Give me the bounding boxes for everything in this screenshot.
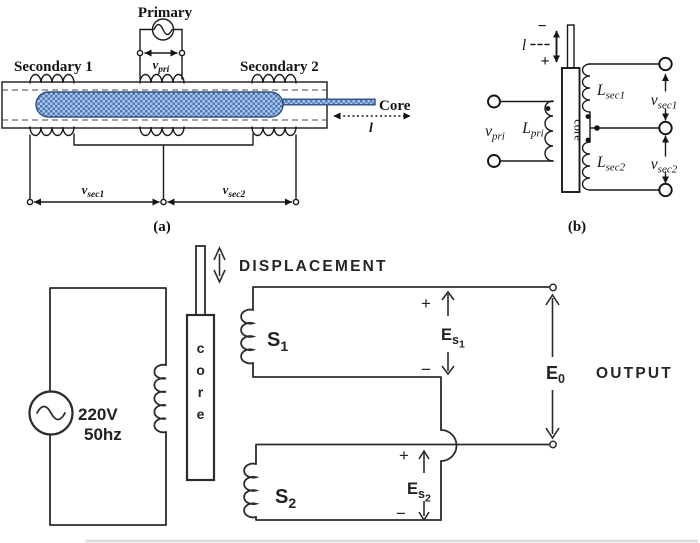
diagram-a-lvdt-cross-section: Primary Secondary 1 Secondary 2 vpri Cor… [1, 5, 411, 235]
core-text-label: core [572, 119, 586, 141]
vsec2-label: vsec2 [223, 183, 246, 200]
s1-loop-wires [252, 286, 551, 521]
diagram-b-equivalent-circuit: − l + core vpri Lpri Lsec1 Lsec2 vsec1 v [485, 18, 678, 235]
secondary2-coil-top [251, 73, 297, 84]
primary-coil-bottom-diagram [153, 363, 167, 434]
s2-coil [243, 462, 260, 519]
primary-terminal-left [136, 49, 144, 57]
core-label: Core [379, 98, 411, 114]
vsec-terminal-middle [658, 120, 673, 136]
vsec-terminal-right [292, 198, 300, 206]
frequency-label: 50hz [84, 425, 122, 444]
core-letter-o: o [196, 362, 205, 378]
s1-coil [240, 308, 257, 365]
lpri-coil [544, 100, 554, 162]
diagram-c-measurement-circuit: 220V 50hz c o r e DISPLACEMENT S1 S2 + [28, 245, 698, 543]
es1-minus-sign: − [421, 360, 431, 379]
es2-minus-sign: − [396, 504, 406, 523]
lsec1-polarity-dot [585, 114, 591, 119]
e0-label: E0 [546, 363, 565, 386]
lsec2-polarity-dot [585, 137, 591, 143]
s1-label: S1 [267, 329, 288, 354]
lsec2-label: Lsec2 [596, 154, 626, 174]
secondary2-label: Secondary 2 [240, 59, 319, 75]
core-rod [282, 98, 376, 106]
lsec1-coil [581, 63, 591, 113]
vsec2-label-b: vsec2 [651, 156, 678, 176]
secondary1-label: Secondary 1 [14, 59, 93, 75]
lpri-polarity-dot [545, 106, 551, 111]
primary-terminal-right [178, 49, 186, 57]
core-letter-e: e [197, 406, 205, 422]
primary-label: Primary [138, 5, 193, 21]
es1-plus-sign: + [421, 294, 431, 313]
displacement-label: DISPLACEMENT [239, 258, 388, 275]
vsec2-terminal-bottom [658, 182, 673, 198]
vpri-label-b: vpri [485, 123, 505, 143]
tube-dashed-lines [2, 89, 327, 121]
secondary2-coil-bottom [251, 126, 297, 137]
primary-coil-top [139, 73, 185, 84]
core-travel-label: l [369, 121, 373, 136]
s2-label: S2 [275, 486, 296, 511]
core-letter-c: c [197, 340, 205, 356]
displacement-arrow-icon [213, 246, 226, 284]
es1-label: Es1 [441, 326, 465, 351]
vsec1-label: vsec1 [82, 183, 104, 200]
primary-lead-wires [139, 54, 183, 80]
vsec1-terminal-top [658, 56, 673, 72]
supply-loop-wires [49, 287, 167, 526]
es1-arrow-icon [441, 290, 455, 376]
output-terminal-top [549, 283, 557, 292]
vsec-terminal-left [26, 198, 34, 206]
secondary1-coil-bottom [29, 126, 75, 137]
vsec1-label-b: vsec1 [651, 92, 677, 112]
secondary-wires [29, 133, 297, 201]
primary-coil-bottom [139, 126, 185, 137]
vsec-terminal-center [160, 198, 167, 206]
output-label: OUTPUT [596, 365, 673, 382]
core-push-rod-bottom [195, 245, 206, 316]
e0-arrow-icon [545, 293, 560, 440]
es2-label: Es2 [407, 480, 431, 505]
caption-a: (a) [153, 219, 171, 235]
vpri-terminal-bottom [487, 154, 501, 168]
s2-loop-wires [255, 443, 551, 521]
center-tap-junction-dot [594, 125, 600, 131]
lsec1-label: Lsec1 [596, 82, 625, 102]
caption-b: (b) [568, 219, 586, 235]
primary-lead-wires-b [499, 100, 554, 162]
voltage-label: 220V [78, 405, 118, 424]
minus-sign: − [537, 18, 546, 35]
output-terminal-bottom [549, 440, 557, 449]
vpri-label: vpri [153, 58, 170, 75]
es2-arrow-icon [418, 449, 430, 522]
core-rect [561, 67, 581, 193]
lpri-label: Lpri [521, 120, 543, 140]
displacement-l-label: l [522, 37, 526, 54]
plus-sign: + [540, 53, 549, 70]
secondary-wires-b [589, 63, 660, 191]
secondary1-coil-top [29, 73, 75, 84]
es2-plus-sign: + [399, 446, 409, 465]
core-bar [35, 91, 284, 118]
core-letter-r: r [198, 384, 204, 400]
vpri-terminal-top [487, 94, 501, 109]
ac-source-icon-bottom [28, 390, 74, 436]
lsec2-coil [581, 141, 591, 191]
primary-source-wires [139, 28, 183, 52]
wire-crossover-hop [440, 429, 458, 462]
